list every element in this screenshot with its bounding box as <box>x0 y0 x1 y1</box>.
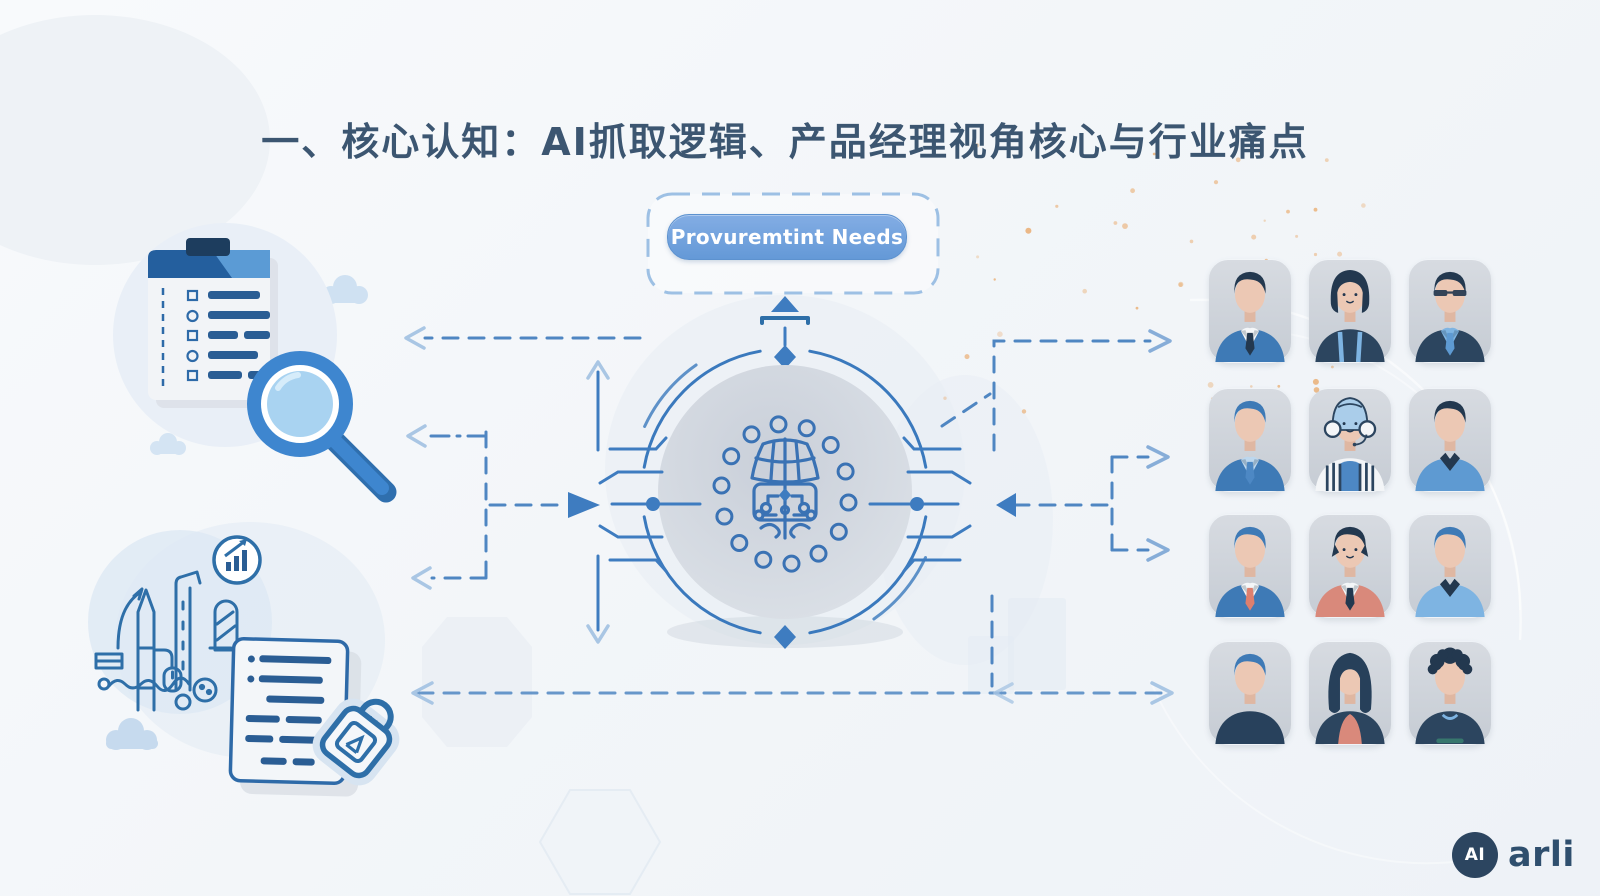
industry-doc-illustration <box>88 522 400 797</box>
arrow-up-icon <box>586 360 610 380</box>
brand-logo: AI arli <box>1452 832 1575 878</box>
avatar-tile-1 <box>1209 259 1291 363</box>
ai-badge-icon: AI <box>1452 832 1498 878</box>
arrow-right-icon <box>1150 681 1174 705</box>
avatar-tile-6 <box>1409 388 1491 492</box>
diamond-node-icon <box>774 625 796 649</box>
cloud-icon <box>150 433 186 455</box>
ai-brain-icon <box>712 415 858 573</box>
avatar-tile-2 <box>1309 259 1391 363</box>
procurement-needs-label: Provuremtint Needs <box>667 214 907 260</box>
research-illustration <box>113 223 397 503</box>
padlock-icon <box>312 698 400 786</box>
brand-name: arli <box>1508 835 1575 875</box>
arrow-left-icon <box>406 424 427 448</box>
arrow-down-icon <box>586 624 610 644</box>
arrow-right-icon <box>1148 329 1172 353</box>
bar-chart-badge-icon <box>212 535 262 585</box>
avatar-tile-4 <box>1209 388 1291 492</box>
arrow-left-icon <box>411 681 434 705</box>
avatar-tile-7 <box>1209 514 1291 618</box>
clipboard-checklist-icon <box>148 238 278 408</box>
magnifying-glass-icon <box>247 351 397 503</box>
avatar-tile-10 <box>1209 641 1291 745</box>
avatar-tile-9 <box>1409 514 1491 618</box>
arrow-left-icon <box>404 326 426 350</box>
avatar-tile-12 <box>1409 641 1491 745</box>
arrow-left-icon <box>411 566 432 590</box>
arrow-right-icon <box>1146 445 1170 469</box>
avatar-tile-3 <box>1409 259 1491 363</box>
left-connectors <box>404 326 642 644</box>
diamond-node-icon <box>774 345 796 369</box>
page-title: 一、核心认知：AI抓取逻辑、产品经理视角核心与行业痛点 <box>261 120 1309 165</box>
arrow-right-icon <box>1146 538 1170 562</box>
right-connectors <box>940 329 1172 688</box>
avatar-tile-8 <box>1309 514 1391 618</box>
circuit-ring-icon <box>598 349 972 649</box>
avatar-tile-5 <box>1309 388 1391 492</box>
bottom-connector <box>411 681 1174 705</box>
arrow-left-solid-icon <box>996 493 1016 517</box>
cloud-icon <box>106 718 158 750</box>
arrow-right-solid-icon <box>568 492 600 518</box>
arrow-up-solid-icon <box>771 296 799 312</box>
industrial-sketch-icon <box>94 570 239 712</box>
avatar-tile-11 <box>1309 641 1391 745</box>
